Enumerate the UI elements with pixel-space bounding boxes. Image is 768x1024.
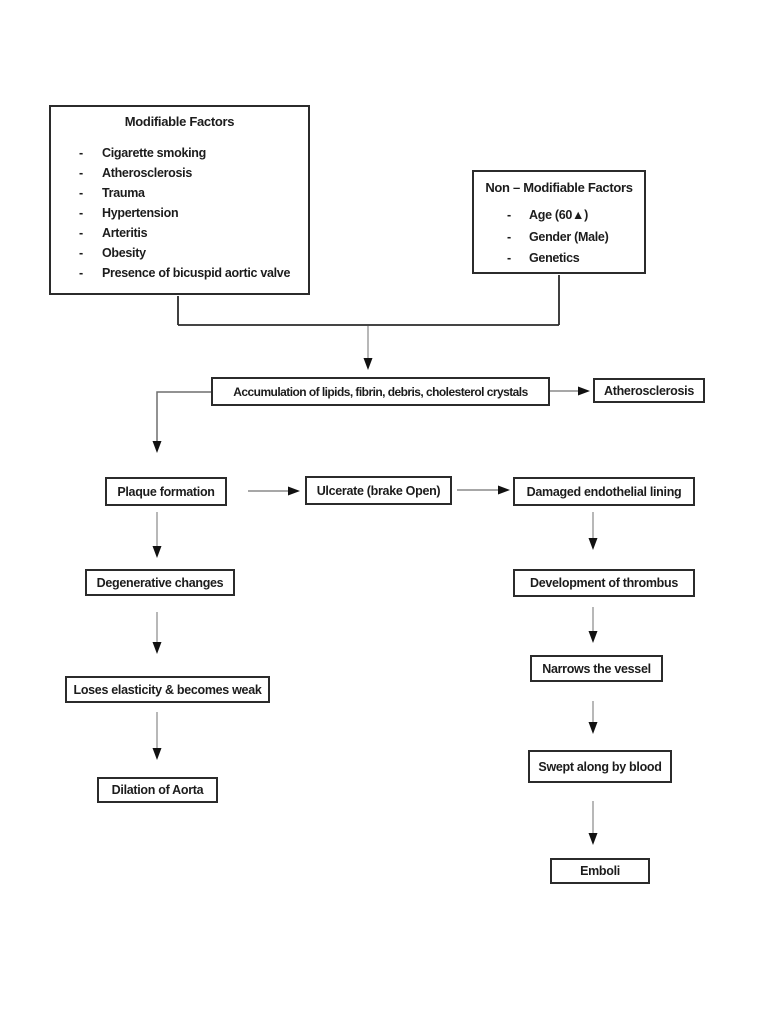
list-item-label: Gender (Male) <box>529 229 609 244</box>
list-item-label: Presence of bicuspid aortic valve <box>102 266 291 280</box>
list-item-label: Obesity <box>102 246 146 260</box>
list-item: - Hypertension <box>51 203 308 223</box>
list-item: - Obesity <box>51 243 308 263</box>
bullet-dash: - <box>79 206 83 220</box>
list-item: - Gender (Male) <box>474 227 644 249</box>
arrowhead-down-icon <box>588 722 598 734</box>
node-atherosclerosis: Atherosclerosis <box>593 378 705 403</box>
list-item: - Atherosclerosis <box>51 163 308 183</box>
bullet-dash: - <box>79 266 83 280</box>
non-modifiable-factors-box: Non – Modifiable Factors - Age (60▲) - Gen… <box>472 170 646 274</box>
list-item-label: Atherosclerosis <box>102 166 192 180</box>
list-item-label: Hypertension <box>102 206 179 220</box>
arrowhead-down-icon <box>152 441 162 453</box>
arrowhead-right-icon <box>578 386 590 396</box>
list-item: - Cigarette smoking <box>51 143 308 163</box>
arrowhead-down-icon <box>588 833 598 845</box>
non-modifiable-factors-title: Non – Modifiable Factors <box>485 180 633 195</box>
bullet-dash: - <box>79 186 83 200</box>
bullet-dash: - <box>507 251 511 265</box>
list-item-label: Age (60▲) <box>529 208 588 222</box>
modifiable-factors-box: Modifiable Factors - Cigarette smoking - A… <box>49 105 310 295</box>
list-item-label: Arteritis <box>102 226 148 240</box>
arrowhead-right-icon <box>288 486 300 496</box>
arrowhead-down-icon <box>152 642 162 654</box>
list-item: - Presence of bicuspid aortic valve <box>51 263 308 283</box>
arrowhead-down-icon <box>588 538 598 550</box>
node-swept-along-by-blood: Swept along by blood <box>528 750 672 783</box>
bullet-dash: - <box>507 208 511 222</box>
node-narrows-the-vessel: Narrows the vessel <box>530 655 663 682</box>
list-item-label: Trauma <box>102 186 145 200</box>
node-plaque-formation: Plaque formation <box>105 477 227 506</box>
arrowhead-down-icon <box>152 748 162 760</box>
node-accumulation: Accumulation of lipids, fibrin, debris, … <box>211 377 550 406</box>
bullet-dash: - <box>79 166 83 180</box>
node-dilation-of-aorta: Dilation of Aorta <box>97 777 218 803</box>
list-item-label: Cigarette smoking <box>102 146 206 160</box>
node-emboli: Emboli <box>550 858 650 884</box>
node-damaged-endothelial-lining: Damaged endothelial lining <box>513 477 695 506</box>
factors-bracket-line <box>177 275 560 326</box>
node-development-of-thrombus: Development of thrombus <box>513 569 695 597</box>
bullet-dash: - <box>79 246 83 260</box>
node-ulcerate: Ulcerate (brake Open) <box>305 476 452 505</box>
arrowhead-down-icon <box>363 358 373 370</box>
arrowhead-right-icon <box>498 485 510 495</box>
list-item: - Arteritis <box>51 223 308 243</box>
bullet-dash: - <box>79 226 83 240</box>
bullet-dash: - <box>79 146 83 160</box>
bullet-dash: - <box>507 229 511 244</box>
node-loses-elasticity: Loses elasticity & becomes weak <box>65 676 270 703</box>
list-item: - Genetics <box>474 248 644 270</box>
arrowhead-down-icon <box>152 546 162 558</box>
connector-accumulation-to-plaque <box>156 391 211 441</box>
arrowhead-down-icon <box>588 631 598 643</box>
list-item: - Trauma <box>51 183 308 203</box>
modifiable-factors-title: Modifiable Factors <box>124 114 235 129</box>
list-item: - Age (60▲) <box>474 205 644 227</box>
list-item-label: Genetics <box>529 251 580 265</box>
node-degenerative-changes: Degenerative changes <box>85 569 235 596</box>
